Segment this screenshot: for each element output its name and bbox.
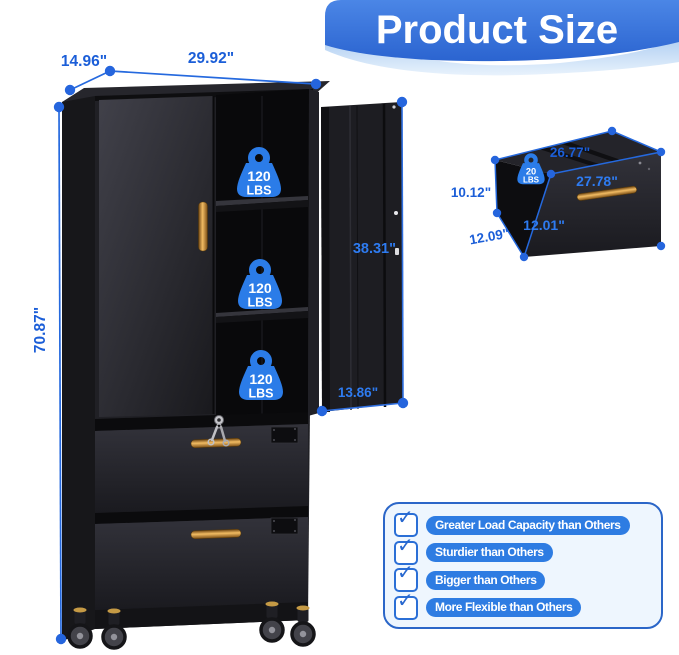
drawer-side-height-label: 10.12"	[451, 185, 491, 200]
door-latch	[395, 248, 399, 255]
feature-row: ✓ Bigger than Others	[394, 563, 652, 593]
shelf	[216, 196, 308, 212]
drawer-divider	[539, 147, 599, 166]
weight-value-label: 120	[248, 280, 272, 296]
height-dimension-label: 70.87"	[32, 307, 49, 353]
dimension-annotations	[58, 70, 404, 640]
cabinet-left-side	[62, 96, 95, 641]
check-icon: ✓	[394, 536, 418, 565]
drawer-handle	[576, 185, 637, 201]
check-icon: ✓	[394, 508, 418, 537]
drawer-front-height-label: 12.01"	[523, 217, 565, 233]
weight-value-label: 120	[249, 371, 273, 387]
drawer-handle	[190, 438, 242, 448]
check-mark: ✓	[397, 562, 414, 585]
cabinet-base	[95, 602, 308, 629]
drawer-dimension-dots	[490, 126, 666, 262]
drawer-front	[524, 152, 661, 257]
drawer-handle	[190, 529, 242, 539]
caster-wheel	[290, 605, 316, 647]
feature-row: ✓ Greater Load Capacity than Others	[394, 508, 652, 538]
drawer-depth-label: 12.09"	[468, 226, 510, 248]
depth-dimension-label: 14.96"	[61, 53, 107, 70]
label-plate	[270, 426, 299, 444]
drawer-front-width-label: 27.78"	[576, 173, 618, 189]
feature-pill: More Flexible than Others	[426, 598, 582, 618]
banner-title: Product Size	[376, 8, 618, 52]
feature-pill: Greater Load Capacity than Others	[426, 515, 630, 535]
features-panel: ✓ Greater Load Capacity than Others ✓ St…	[383, 502, 663, 629]
banner-shape	[325, 0, 679, 62]
weight-capacity-icon: 120 LBS	[237, 147, 281, 198]
check-mark: ✓	[397, 534, 414, 557]
drawer-dimension-lines	[494, 130, 662, 258]
caster-wheel	[67, 607, 93, 649]
cabinet-right-edge	[308, 89, 319, 416]
open-door	[321, 102, 403, 412]
check-icon: ✓	[394, 563, 418, 593]
weight-unit-label: LBS	[523, 176, 540, 185]
door-handle	[198, 201, 208, 252]
drawer-inset: 26.77" 10.12" 12.09" 12.01" 27.78" 20 LB…	[451, 126, 666, 262]
dimension-dots	[53, 65, 409, 645]
check-mark: ✓	[397, 589, 414, 612]
weight-capacity-icon: 120 LBS	[239, 350, 283, 401]
check-mark: ✓	[397, 507, 414, 529]
file-drawer-2	[95, 517, 308, 610]
door-height-dimension-label: 38.31"	[353, 241, 396, 257]
width-dimension-label: 29.92"	[188, 50, 234, 67]
feature-pill: Sturdier than Others	[426, 543, 553, 563]
lid-shadow	[95, 89, 313, 101]
feature-row: ✓ Sturdier than Others	[394, 536, 652, 566]
weight-unit-label: LBS	[249, 387, 274, 401]
weight-value-label: 20	[526, 166, 536, 176]
shelf	[216, 307, 308, 323]
drawer-groove	[95, 506, 308, 524]
weight-capacity-icon: 120 LBS	[238, 259, 282, 310]
caster-wheel	[259, 601, 285, 643]
drawer-groove	[95, 412, 308, 431]
check-icon: ✓	[394, 591, 418, 620]
door-screw	[392, 105, 396, 109]
feature-row: ✓ More Flexible than Others	[394, 591, 652, 621]
banner-graphic: Product Size	[325, 0, 679, 76]
drawer-divider	[562, 142, 621, 162]
banner-swoosh	[325, 26, 679, 76]
weight-unit-label: LBS	[248, 296, 273, 310]
feature-pill: Bigger than Others	[426, 570, 546, 590]
cabinet-body	[62, 81, 403, 650]
door-width-dimension-label: 13.86"	[338, 385, 378, 400]
left-door	[99, 96, 213, 417]
weight-value-label: 120	[247, 168, 271, 184]
drawer-capacity-icon: 20 LBS	[517, 153, 545, 185]
door-latch	[394, 211, 398, 215]
label-plate	[270, 517, 299, 535]
drawer-top-width-label: 26.77"	[550, 145, 590, 160]
lock-with-keys-icon	[207, 415, 230, 447]
file-drawer-1	[95, 424, 308, 513]
weight-unit-label: LBS	[247, 184, 272, 198]
caster-wheel	[101, 608, 127, 650]
banner: Product Size	[325, 0, 679, 78]
